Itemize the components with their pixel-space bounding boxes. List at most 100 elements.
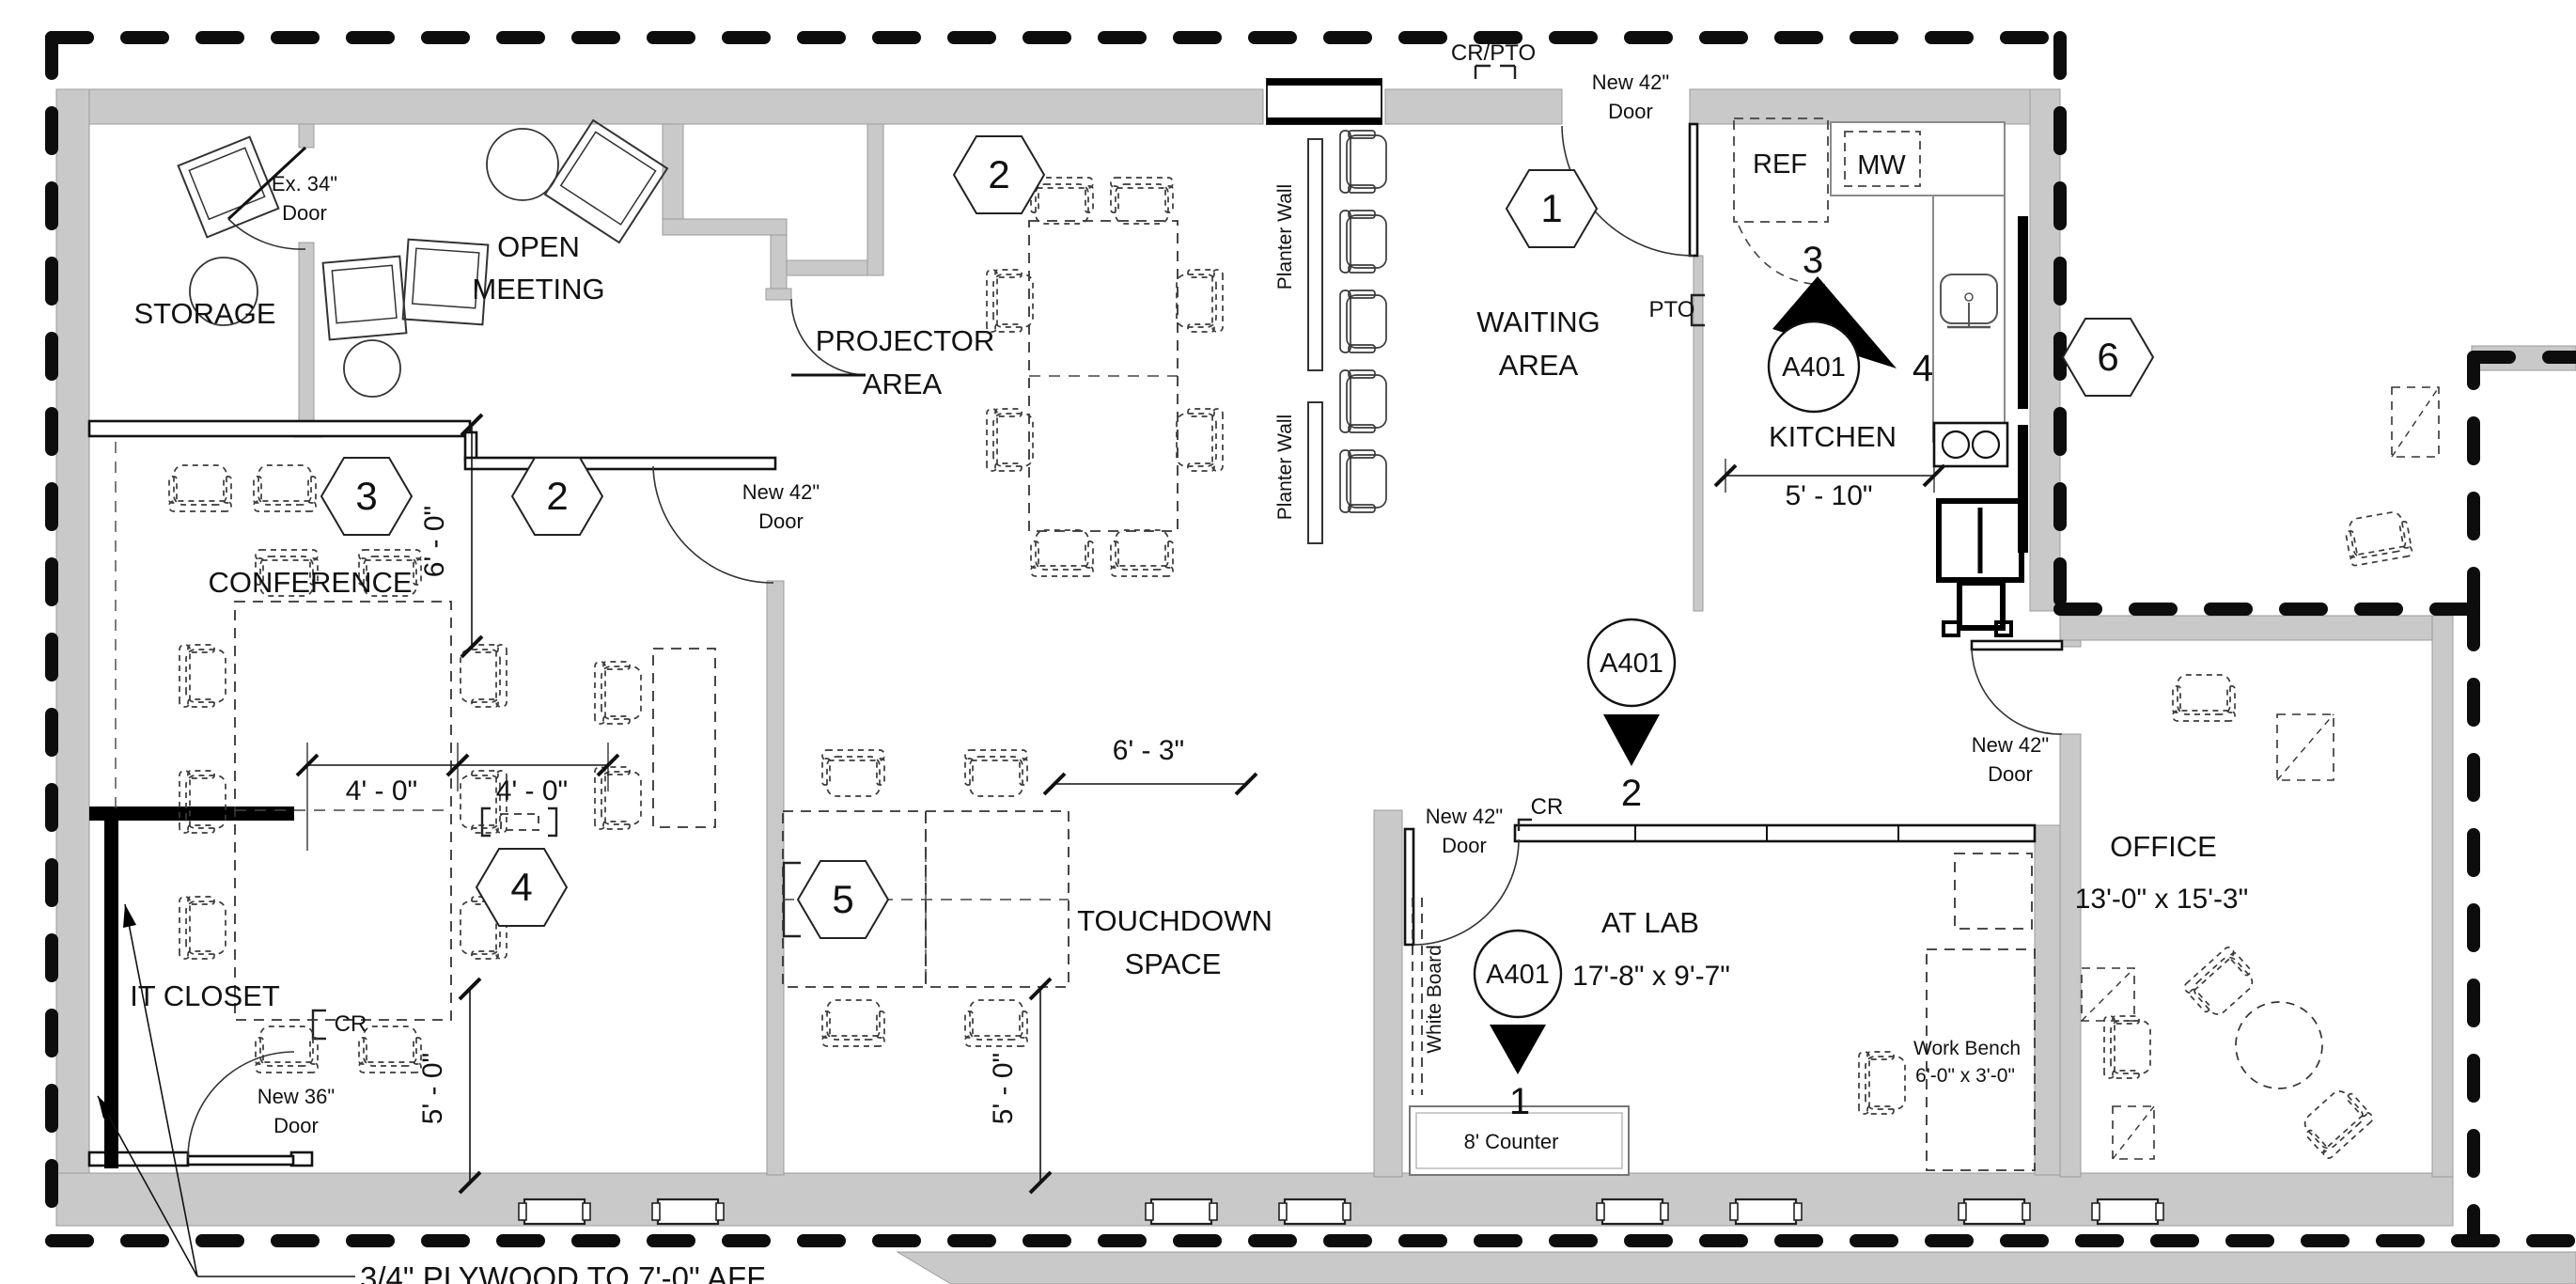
chair-arm bbox=[187, 896, 215, 905]
window-jamb bbox=[2155, 1202, 2164, 1221]
counter-8ft-inner bbox=[1415, 1112, 1623, 1169]
chair-arm bbox=[471, 698, 499, 708]
lounge-inner bbox=[331, 264, 398, 324]
annotation-label: 8' Counter bbox=[1464, 1130, 1559, 1153]
chair-back bbox=[168, 500, 232, 512]
chair-back bbox=[964, 749, 1028, 761]
chair-arm bbox=[307, 476, 317, 504]
chair bbox=[986, 269, 1034, 333]
wall bbox=[298, 242, 315, 426]
dimension-text: 6' - 0" bbox=[419, 506, 450, 577]
leader-arrow bbox=[98, 1096, 115, 1119]
new-wall bbox=[186, 1154, 295, 1167]
room-label-storage: STORAGE bbox=[133, 297, 275, 330]
hexagon bbox=[510, 457, 604, 536]
annotation-label: CR bbox=[1531, 794, 1564, 820]
chair-arm bbox=[2112, 1070, 2140, 1079]
table bbox=[925, 810, 1069, 988]
dimension-tick bbox=[1042, 772, 1067, 796]
window-jamb bbox=[651, 1202, 661, 1221]
window-jamb bbox=[2091, 1202, 2100, 1221]
chair-seat bbox=[1176, 274, 1217, 328]
marker-circle bbox=[1586, 618, 1677, 708]
chair-arm bbox=[1187, 323, 1215, 333]
chair-back bbox=[986, 408, 998, 472]
wall bbox=[1373, 809, 1403, 1178]
chair-arm bbox=[1164, 540, 1174, 569]
chair-back bbox=[821, 749, 885, 761]
hexagon bbox=[320, 457, 414, 536]
chair bbox=[1339, 130, 1387, 194]
chair-arm bbox=[471, 644, 499, 653]
chair-back bbox=[1339, 290, 1351, 353]
dimension-tick bbox=[1234, 772, 1258, 796]
chair-arm bbox=[2228, 951, 2252, 977]
black-bar bbox=[2018, 425, 2028, 553]
chair-back bbox=[358, 1061, 422, 1073]
chair bbox=[168, 464, 232, 512]
window bbox=[1962, 1198, 2026, 1226]
dimension: 4' - 0" bbox=[445, 743, 620, 806]
chair-arm bbox=[187, 770, 215, 779]
chair-arm bbox=[964, 1010, 974, 1039]
chair-arm bbox=[1866, 1105, 1895, 1115]
chair-arm bbox=[1187, 408, 1215, 417]
chair-arm bbox=[1085, 540, 1094, 569]
chair-back bbox=[358, 549, 422, 561]
cart-foot bbox=[1994, 620, 2013, 637]
chair bbox=[1110, 529, 1174, 577]
wall bbox=[770, 234, 788, 290]
door-label: New 42" bbox=[1592, 70, 1669, 94]
door-label: Door bbox=[1988, 762, 2033, 786]
window-jamb bbox=[1278, 1202, 1288, 1221]
door-label: New 42" bbox=[1426, 805, 1503, 828]
keynote-number: 4 bbox=[510, 865, 532, 909]
chair-back bbox=[179, 770, 191, 834]
chair-arm bbox=[821, 758, 831, 786]
chair bbox=[2172, 674, 2236, 722]
annotation-label: CR/PTO bbox=[1451, 40, 1536, 66]
cr-bracket bbox=[311, 1009, 326, 1041]
wall bbox=[1384, 88, 1563, 125]
chair-seat bbox=[1346, 214, 1387, 269]
door-leaf bbox=[226, 146, 307, 221]
chair-arm bbox=[2226, 685, 2236, 713]
window-frame bbox=[1267, 79, 1382, 86]
door-arc bbox=[652, 465, 774, 584]
wall bbox=[786, 259, 868, 276]
table bbox=[1926, 948, 2036, 1171]
chair-back bbox=[255, 1061, 319, 1073]
marker-pointer bbox=[1490, 1025, 1546, 1074]
chair-seat bbox=[2177, 674, 2231, 715]
chair-arm bbox=[2345, 530, 2358, 558]
chair-arm bbox=[1348, 184, 1376, 194]
dimension: 6' - 3" bbox=[1042, 735, 1258, 796]
room-label-waiting-area: AREA bbox=[1499, 349, 1579, 382]
lounge-outer bbox=[401, 238, 490, 326]
room-label-waiting-area: WAITING bbox=[1476, 305, 1600, 338]
chair-back bbox=[821, 1035, 885, 1047]
sheet-number: A401 bbox=[1600, 649, 1663, 679]
chair bbox=[2103, 1015, 2151, 1079]
door-arc bbox=[227, 218, 306, 250]
keynote-number: 2 bbox=[546, 474, 568, 518]
door-label: New 36" bbox=[258, 1085, 335, 1108]
chair-arm bbox=[876, 758, 885, 786]
dimension-text: 5' - 0" bbox=[988, 1053, 1019, 1124]
chair-arm bbox=[964, 758, 974, 786]
chair bbox=[1339, 290, 1387, 353]
chair-arm bbox=[309, 1037, 319, 1065]
chair bbox=[821, 999, 885, 1047]
chair bbox=[253, 464, 317, 512]
chair-back bbox=[594, 661, 606, 725]
lounge-chair bbox=[321, 255, 408, 341]
plywood-note: 3/4" PLYWOOD TO 7'-0" AFF bbox=[97, 903, 765, 1284]
keynote-number: 3 bbox=[355, 474, 377, 518]
chair bbox=[358, 1026, 422, 1073]
window-jamb bbox=[1729, 1202, 1739, 1221]
keynote-hexagon: 3 bbox=[320, 457, 414, 536]
text-layer: STORAGEOPENMEETINGPROJECTORAREAWAITINGAR… bbox=[97, 40, 2248, 1284]
chair-seat bbox=[1346, 374, 1387, 429]
